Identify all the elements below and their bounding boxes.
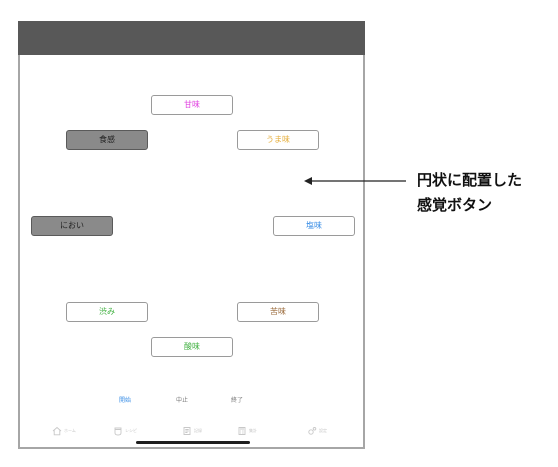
sense-label: 食感 xyxy=(99,135,115,144)
pause-button[interactable]: 中止 xyxy=(176,397,189,404)
tab-label: 設定 xyxy=(319,428,327,433)
sense-button-salty[interactable]: 塩味 xyxy=(273,216,355,236)
tab-recipe[interactable]: レシピ xyxy=(113,424,137,438)
note-icon xyxy=(183,427,191,435)
callout-arrow-icon xyxy=(304,177,406,185)
tab-label: 記録 xyxy=(194,428,202,433)
sense-label: 渋み xyxy=(99,307,115,316)
sense-button-umami[interactable]: うま味 xyxy=(237,130,319,150)
sense-button-bitter[interactable]: 苦味 xyxy=(237,302,319,322)
sense-button-smell[interactable]: におい xyxy=(31,216,113,236)
home-icon xyxy=(52,426,62,436)
gear-icon xyxy=(308,427,317,435)
app-header xyxy=(18,21,365,55)
annotation-line-1: 円状に配置した xyxy=(417,171,523,189)
sense-button-sweet[interactable]: 甘味 xyxy=(151,95,233,115)
tab-bar: ホーム レシピ 記録 集計 設定 xyxy=(20,422,363,442)
tab-label: ホーム xyxy=(64,428,76,433)
tab-summary[interactable]: 集計 xyxy=(237,424,257,438)
home-indicator xyxy=(136,441,250,444)
tab-home[interactable]: ホーム xyxy=(52,424,76,438)
tab-label: 集計 xyxy=(249,428,257,433)
annotation-line-2: 感覚ボタン xyxy=(417,196,493,214)
sense-label: におい xyxy=(60,221,84,230)
calculator-icon xyxy=(238,427,246,435)
sense-label: うま味 xyxy=(266,135,290,144)
sense-button-texture[interactable]: 食感 xyxy=(66,130,148,150)
tab-settings[interactable]: 設定 xyxy=(307,424,327,438)
sense-button-sour[interactable]: 酸味 xyxy=(151,337,233,357)
annotation-text: 円状に配置した 感覚ボタン xyxy=(417,168,553,218)
sense-label: 甘味 xyxy=(184,100,200,109)
tab-label: レシピ xyxy=(125,428,137,433)
tab-record[interactable]: 記録 xyxy=(182,424,202,438)
start-button[interactable]: 開始 xyxy=(119,397,132,404)
sense-label: 酸味 xyxy=(184,342,200,351)
end-button[interactable]: 終了 xyxy=(231,397,244,404)
sense-label: 塩味 xyxy=(306,221,322,230)
sense-button-astringent[interactable]: 渋み xyxy=(66,302,148,322)
cup-icon xyxy=(114,427,122,436)
sense-label: 苦味 xyxy=(270,307,286,316)
